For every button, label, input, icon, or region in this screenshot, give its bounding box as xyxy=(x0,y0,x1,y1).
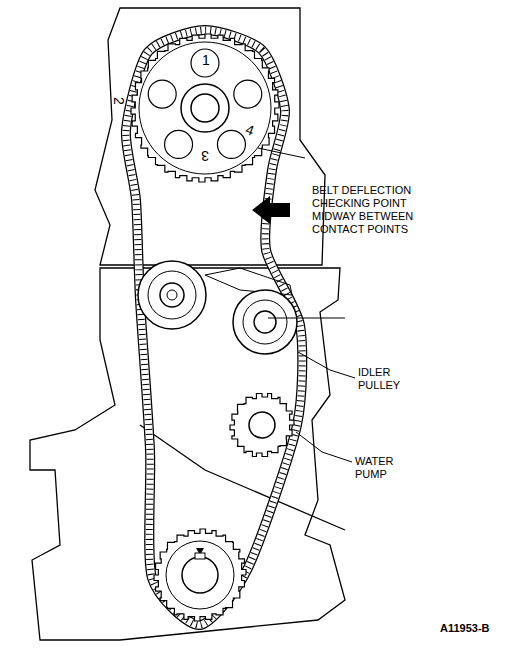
gear-teeth xyxy=(131,34,279,182)
gear-teeth xyxy=(154,529,246,621)
tensioner-rim xyxy=(138,261,206,329)
sprocket-hole xyxy=(191,49,219,77)
cam-bore xyxy=(191,94,219,122)
tensioner-pulley xyxy=(138,261,206,329)
engine-outline xyxy=(30,8,345,640)
tensioner-hub xyxy=(160,283,184,307)
cam-web xyxy=(139,42,271,174)
tensioner-bolt xyxy=(167,290,177,300)
leader-line xyxy=(296,432,352,462)
crank-web xyxy=(166,541,234,609)
sprocket-hole xyxy=(217,130,245,158)
tensioner-face xyxy=(148,271,196,319)
leader-line xyxy=(258,148,305,158)
sprocket-hole xyxy=(148,80,176,108)
check-arrow xyxy=(252,196,290,224)
figure-number: A11953-B xyxy=(440,622,510,635)
belt-outer xyxy=(126,30,302,625)
crank-sprocket xyxy=(154,529,246,621)
sprocket-hole xyxy=(234,80,262,108)
idler-face xyxy=(243,300,287,344)
part-name: IDLER PULLEY xyxy=(358,366,428,392)
belt-inner xyxy=(126,30,302,625)
cam-sprocket xyxy=(131,34,279,182)
timing-belt xyxy=(126,30,302,625)
crank-bore xyxy=(182,557,218,593)
tensioner-spring xyxy=(205,268,292,295)
idler-hub xyxy=(254,311,276,333)
part-name: WATER PUMP xyxy=(355,455,425,481)
sprockets xyxy=(131,34,297,621)
keyway xyxy=(195,553,205,559)
belt-teeth xyxy=(126,30,302,625)
water-pump-sprocket xyxy=(230,393,294,456)
callout-text: BELT DEFLECTION CHECKING POINT MIDWAY BE… xyxy=(312,184,452,236)
cam-hub xyxy=(181,84,229,132)
leader-line xyxy=(268,318,345,319)
gear-teeth xyxy=(230,393,294,456)
sprocket-hole xyxy=(165,130,193,158)
leader-line xyxy=(298,352,355,378)
sprocket-number: 1 xyxy=(200,52,212,68)
water-pump-hub xyxy=(249,412,275,438)
idler-rim xyxy=(233,290,297,354)
idler-pulley xyxy=(233,290,297,354)
sprocket-number: 2 xyxy=(111,95,127,107)
sprocket-number: 3 xyxy=(199,148,211,164)
